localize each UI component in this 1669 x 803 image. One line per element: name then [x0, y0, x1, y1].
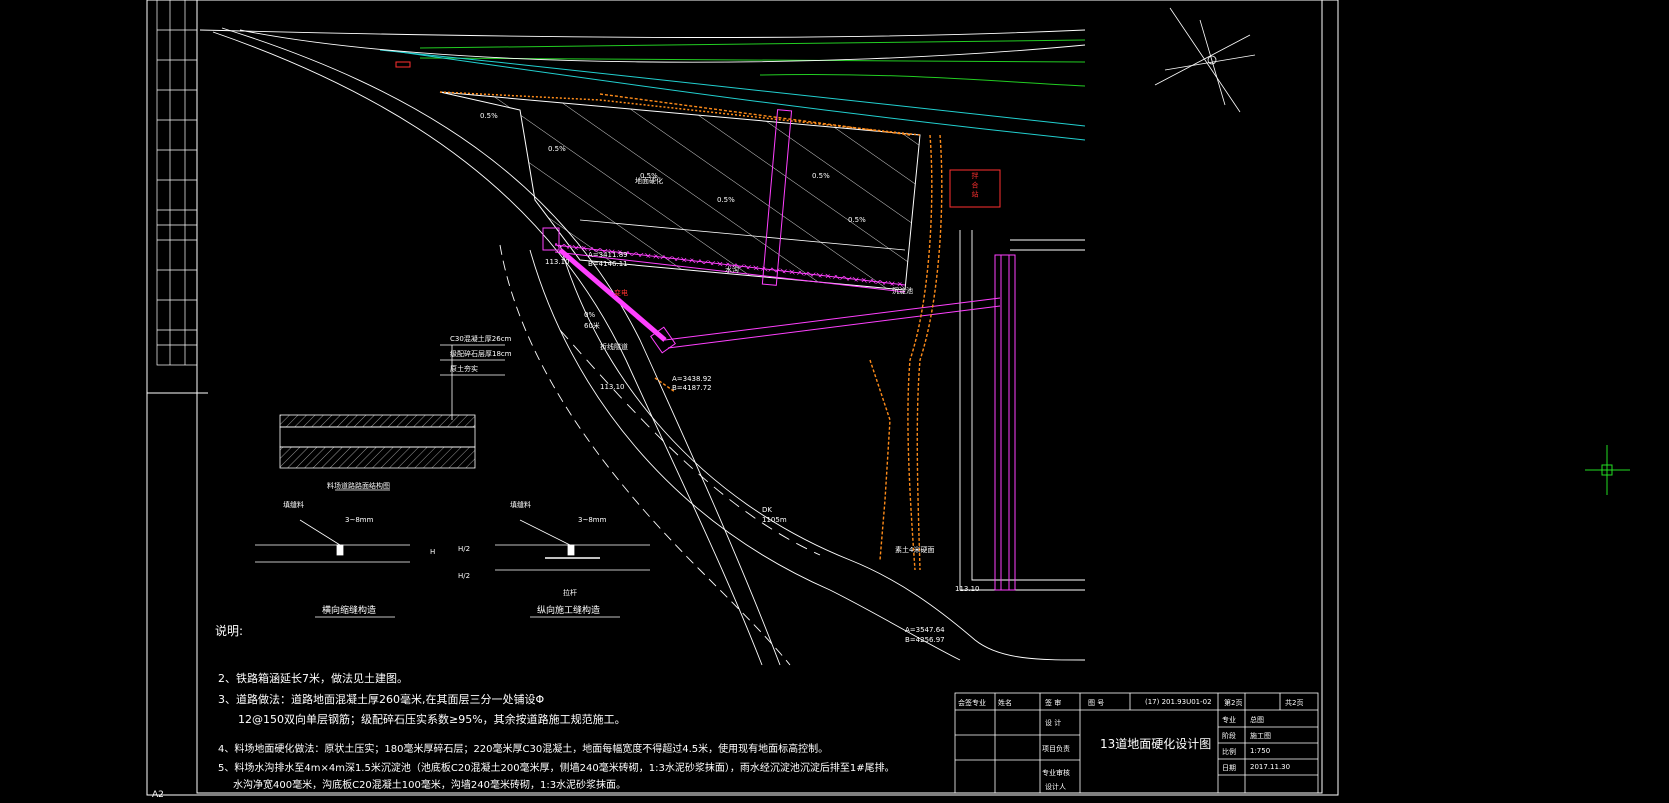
title-block-cell: 专业	[1222, 716, 1236, 724]
hardening-area	[439, 91, 921, 291]
title-block-grid	[954, 692, 1319, 794]
joint-height: H/2	[458, 545, 471, 553]
side-label: 素土4米硬面	[895, 546, 935, 554]
sheet-size-label: A2	[152, 790, 164, 800]
red-mark-label: 变电	[614, 289, 628, 297]
joint-label: 填缝料	[283, 501, 304, 509]
slope-label: 0.5%	[848, 216, 866, 224]
title-block-cell: 会签专业	[958, 699, 986, 707]
drawing-scale: 1:750	[1250, 747, 1271, 755]
layer-label: C30混凝土厚26cm	[450, 335, 512, 343]
drawing-date: 2017.11.30	[1250, 763, 1291, 771]
notes-heading: 说明:	[215, 624, 244, 638]
slope-label: 0.5%	[480, 112, 498, 120]
road-lines	[199, 27, 1086, 666]
coordinate-label: B=4187.72	[672, 384, 712, 392]
grade-label: 0%	[584, 311, 596, 319]
joint-height: H	[430, 548, 436, 556]
drawing-number-label: 图 号	[1088, 699, 1105, 707]
sheet-frame	[146, 0, 1339, 796]
pavement-section	[255, 344, 650, 618]
slope-label: 0.5%	[812, 172, 830, 180]
joint-title: 横向缩缝构造	[322, 606, 377, 616]
joint-label: 填缝料	[510, 501, 531, 509]
coordinate-label: B=4256.97	[905, 636, 945, 644]
note-item: 3、道路做法：道路地面混凝土厚260毫米,在其面层三分一处铺设Φ	[218, 693, 545, 706]
title-block-cell: 阶段	[1222, 732, 1236, 740]
slope-label: 0.5%	[717, 196, 735, 204]
red-box-label: 拌 合 站	[971, 172, 979, 198]
section-title: 料场道路路面结构图	[327, 482, 390, 490]
title-block-cell: 比例	[1222, 748, 1236, 756]
tie-bar-label: 拉杆	[563, 589, 577, 597]
sedimentation-tank-label: 沉淀池	[892, 287, 913, 295]
drawing-number: (17) 201.93U01-02	[1145, 698, 1212, 706]
elevation-label: 113.10	[545, 258, 570, 266]
slope-label: 0.5%	[548, 145, 566, 153]
title-block-cell: 姓名	[998, 699, 1012, 707]
joint-dimension: 3~8mm	[578, 516, 607, 524]
title-block-cell: 设 计	[1045, 719, 1062, 727]
hardening-area-label: 地面硬化	[635, 177, 663, 185]
layer-label: 原土夯实	[450, 365, 478, 373]
joint-title: 纵向施工缝构造	[537, 606, 601, 616]
title-block-cell: 设计人	[1045, 783, 1066, 791]
grade-length-label: 60米	[584, 322, 600, 330]
ditch-label: 水沟	[725, 266, 739, 274]
joint-height: H/2	[458, 572, 471, 580]
note-item: 5、料场水沟排水至4m×4m深1.5米沉淀池（池底板C20混凝土200毫米厚，侧…	[218, 763, 895, 774]
sheet-total: 共2页	[1285, 699, 1304, 707]
layer-label: 级配碎石层厚18cm	[450, 350, 512, 358]
magenta-conveyors	[542, 109, 1016, 591]
cursor-crosshair	[1585, 445, 1630, 495]
note-item: 水沟净宽400毫米，沟底板C20混凝土100毫米，沟墙240毫米砖砌，1:3水泥…	[233, 780, 627, 791]
red-marks	[395, 61, 1001, 208]
slope-label: 0.5%	[640, 172, 658, 180]
title-block-cell: 专业审核	[1042, 769, 1070, 777]
elevation-label: 113.10	[955, 585, 980, 593]
note-item: 12@150双向单层钢筋；级配碎石压实系数≥95%，其余按道路施工规范施工。	[238, 713, 626, 726]
coordinate-label: A=3438.92	[672, 375, 712, 383]
coordinate-label: B=4146.11	[588, 260, 628, 268]
joint-dimension: 3~8mm	[345, 516, 374, 524]
drawing-title: 13道地面硬化设计图	[1100, 737, 1212, 751]
chainage-value: 1105m	[762, 516, 787, 524]
revision-strip	[156, 0, 198, 366]
north-arrow	[1154, 7, 1256, 113]
title-block-cell: 签 审	[1045, 699, 1062, 707]
sheet-number: 第2页	[1224, 699, 1243, 707]
coordinate-label: A=3547.64	[905, 626, 945, 634]
title-block-cell: 总图	[1250, 716, 1264, 724]
note-item: 2、铁路箱涵延长7米，做法见土建图。	[218, 672, 408, 685]
note-item: 4、料场地面硬化做法：原状土压实；180毫米厚碎石层；220毫米厚C30混凝土，…	[218, 744, 829, 755]
drainage-lines	[599, 93, 943, 571]
coordinate-label: A=3411.89	[588, 251, 628, 259]
chainage-label: DK	[762, 506, 772, 514]
title-block-cell: 施工图	[1250, 732, 1271, 740]
elevation-label: 113.10	[600, 383, 625, 391]
title-block-cell: 项目负责	[1042, 745, 1070, 753]
ramp-label: 折线隧道	[600, 343, 628, 351]
title-block-cell: 日期	[1222, 764, 1236, 772]
